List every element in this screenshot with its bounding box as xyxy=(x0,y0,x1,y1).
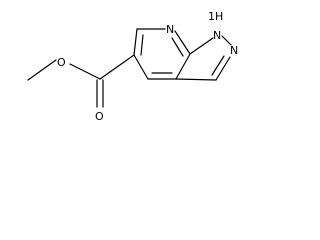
bond-c5-c6 xyxy=(133,28,138,56)
bond-n1-n2 xyxy=(221,35,232,46)
bond-n2-c3 xyxy=(215,56,231,81)
atom-n1: N xyxy=(213,29,221,42)
atom-o-carbonyl: O xyxy=(95,110,104,123)
atom-n-pyridine: N xyxy=(166,23,174,36)
bond-c5-c6-inner xyxy=(140,34,144,56)
atom-n1-locant: 1 xyxy=(208,10,215,23)
bond-c4-c5 xyxy=(133,54,149,80)
bond-carbonyl-c-o-single xyxy=(69,63,101,80)
atom-n1-hydrogen: H xyxy=(215,10,223,23)
bond-c7a-c3a xyxy=(175,53,191,80)
bond-c5-carbonyl-c xyxy=(99,54,135,80)
bond-n2-c3-inner xyxy=(211,55,225,76)
bond-c3-c3a xyxy=(175,78,217,81)
bond-o-methyl xyxy=(27,59,57,81)
chemical-structure-diagram: N 1 H N N O O xyxy=(0,0,246,142)
bond-n7-c7a-inner xyxy=(171,37,184,57)
atom-n2: N xyxy=(230,44,238,57)
bond-c7a-n1 xyxy=(189,37,214,55)
molecule-drawing: N 1 H N N O O xyxy=(27,10,238,123)
bond-n7-c7a xyxy=(174,30,191,55)
atom-o-ester: O xyxy=(57,56,66,69)
